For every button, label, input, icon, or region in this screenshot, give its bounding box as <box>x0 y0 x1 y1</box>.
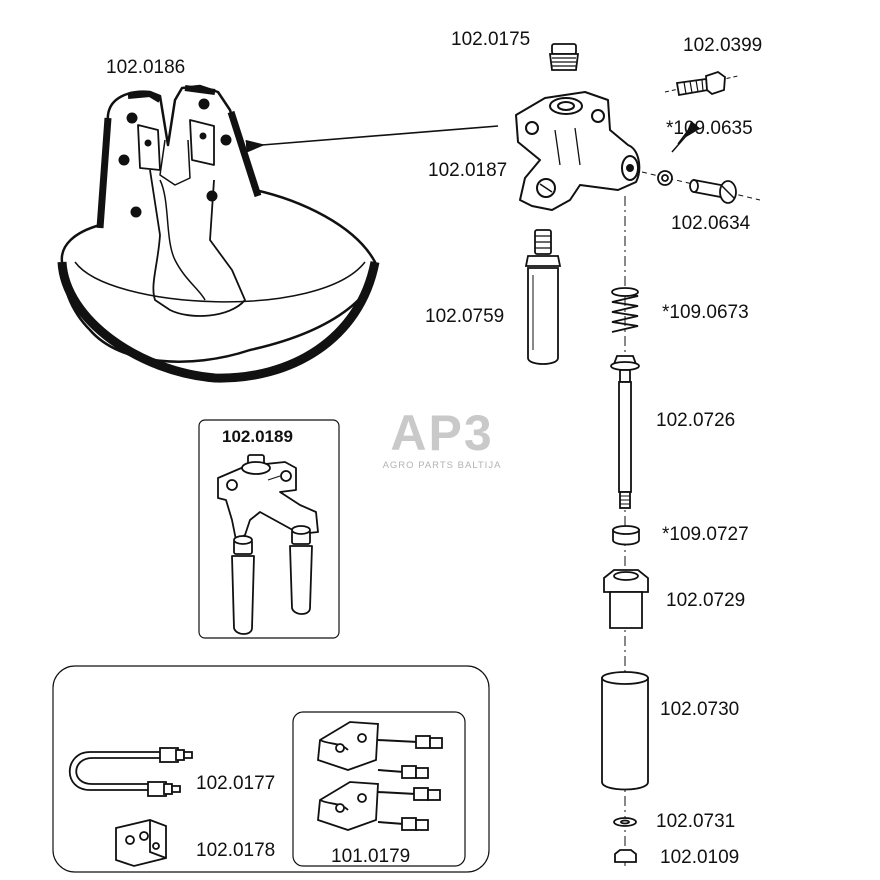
drinking-bowl-drawing <box>57 84 380 383</box>
label-ring: *109.0727 <box>662 524 749 545</box>
label-screw: 102.0399 <box>683 35 763 56</box>
clamp-kit-drawing <box>317 721 443 831</box>
label-washer: 102.0731 <box>656 811 736 832</box>
watermark-mark: AP3 <box>390 405 494 461</box>
tube-drawing <box>601 671 649 791</box>
label-clamp-kit: 101.0179 <box>331 846 411 867</box>
nut-drawing <box>603 569 649 629</box>
label-valve-stem: 102.0726 <box>656 410 736 431</box>
plug-drawing <box>548 43 580 71</box>
label-pin: 102.0634 <box>671 213 751 234</box>
washer-and-pin-drawing <box>641 120 761 204</box>
assembly-arrow <box>245 125 499 153</box>
washer-nut-drawing <box>613 817 637 863</box>
double-valve-drawing <box>217 454 319 635</box>
valve-body-drawing <box>515 91 641 211</box>
label-u-bolt: 102.0177 <box>196 773 276 794</box>
valve-stem-drawing <box>610 355 640 509</box>
label-nut: 102.0729 <box>666 590 746 611</box>
label-spring: *109.0673 <box>662 302 749 323</box>
label-valve-body: 102.0187 <box>428 160 508 181</box>
label-plug: 102.0175 <box>451 29 531 50</box>
label-bowl: 102.0186 <box>106 57 186 78</box>
watermark-logo: AP3 AGRO PARTS BALTIJA <box>380 408 504 471</box>
label-tube: 102.0730 <box>660 699 740 720</box>
watermark-subtitle: AGRO PARTS BALTIJA <box>382 460 502 471</box>
ring-drawing <box>612 525 640 546</box>
label-washer-small: *109.0635 <box>666 118 753 139</box>
label-spring-sleeve: 102.0759 <box>425 306 505 327</box>
screw-drawing <box>664 71 739 97</box>
label-double-valve: 102.0189 <box>222 427 293 446</box>
label-hex-nut: 102.0109 <box>660 847 740 868</box>
spring-sleeve-drawing <box>524 229 562 365</box>
clamp-kit-box <box>292 711 466 867</box>
label-clamp: 102.0178 <box>196 840 276 861</box>
clamp-drawing <box>115 819 167 867</box>
u-bolt-drawing <box>68 747 193 797</box>
